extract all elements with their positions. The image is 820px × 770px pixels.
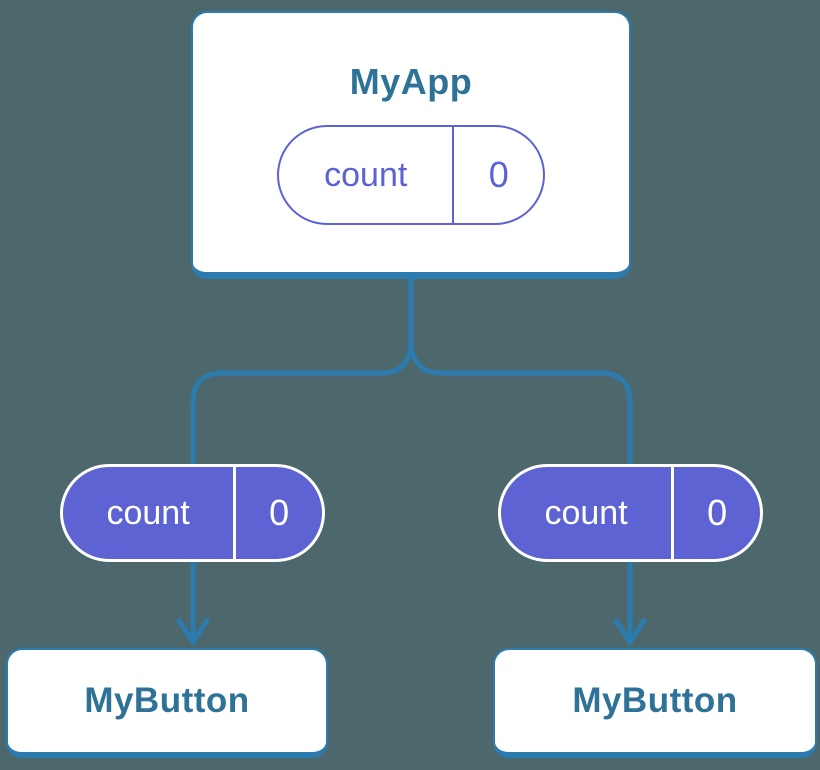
prop-pill-left-label: count: [106, 493, 190, 532]
prop-pill-right-value: 0: [671, 467, 760, 559]
myapp-node: MyApp count 0: [191, 11, 631, 279]
mybutton-node-right-title: MyButton: [572, 681, 738, 720]
prop-pill-left: count 0: [60, 464, 325, 562]
state-pill-label: count: [324, 155, 408, 194]
myapp-node-title: MyApp: [349, 61, 473, 102]
arrowhead-right-icon: [612, 617, 648, 647]
arrowhead-left-icon: [175, 617, 211, 647]
prop-pill-right-label: count: [544, 493, 628, 532]
state-pill: count 0: [277, 125, 545, 225]
connector-branch-right: [408, 338, 633, 640]
prop-pill-left-value: 0: [233, 467, 322, 559]
connector-branch-left: [190, 279, 414, 640]
mybutton-node-left-title: MyButton: [84, 681, 250, 720]
mybutton-node-right: MyButton: [493, 648, 817, 758]
state-pill-value: 0: [452, 127, 543, 223]
prop-pill-right: count 0: [498, 464, 763, 562]
mybutton-node-left: MyButton: [6, 648, 328, 758]
